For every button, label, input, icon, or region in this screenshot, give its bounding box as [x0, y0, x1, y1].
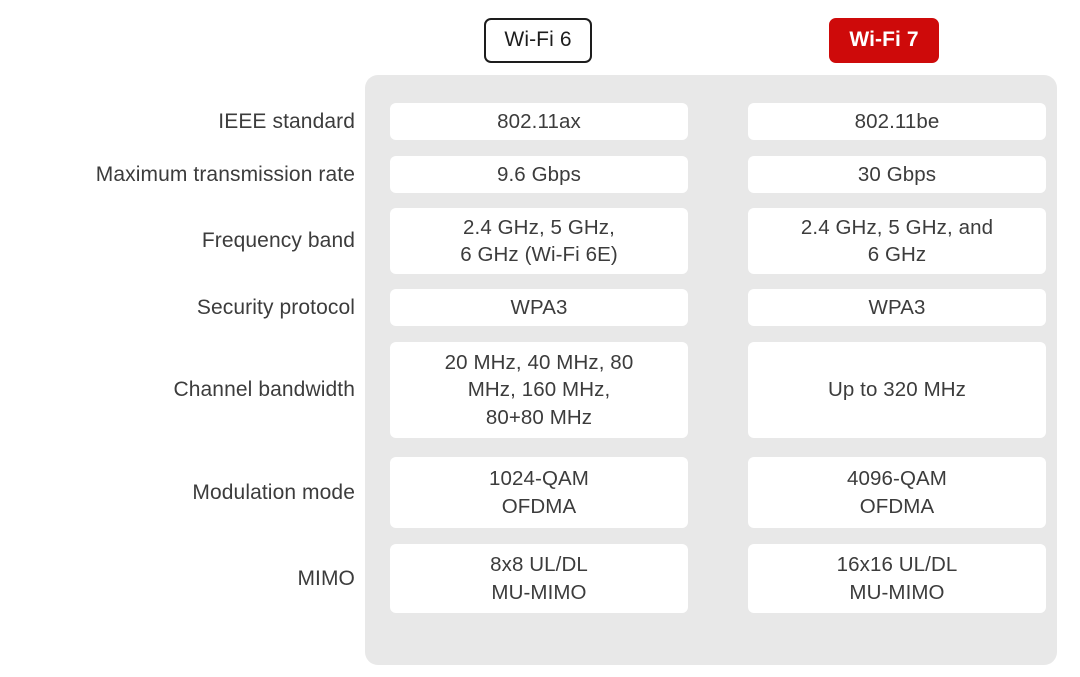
table-row: MIMO 8x8 UL/DL MU-MIMO 16x16 UL/DL MU-MIMO [0, 544, 1080, 613]
table-cell-wifi7: Up to 320 MHz [748, 342, 1046, 438]
table-cell-wifi7: WPA3 [748, 289, 1046, 326]
cell-text: 16x16 UL/DL MU-MIMO [837, 551, 958, 605]
row-label: Security protocol [196, 295, 355, 319]
cell-text: WPA3 [511, 294, 568, 321]
cell-text-line: MU-MIMO [849, 580, 945, 604]
table-row: Security protocol WPA3 WPA3 [0, 289, 1080, 326]
column-header-badge-wifi6: Wi-Fi 6 [484, 17, 592, 63]
cell-text: 9.6 Gbps [497, 161, 581, 188]
row-cells: WPA3 WPA3 [390, 289, 1080, 326]
column-header-slot-wifi6: Wi-Fi 6 [365, 17, 711, 63]
row-cells: 2.4 GHz, 5 GHz,6 GHz (Wi-Fi 6E)2.4 GHz, … [390, 208, 1080, 274]
table-cell-wifi6: WPA3 [390, 289, 688, 326]
cell-text-line: 802.11be [854, 109, 940, 133]
cell-text-line: OFDMA [859, 494, 935, 518]
column-header-row: Wi-Fi 6 Wi-Fi 7 [365, 17, 1057, 63]
cell-text: 30 Gbps [858, 161, 936, 188]
table-row: IEEE standard 802.11ax 802.11be [0, 103, 1080, 140]
row-label: Frequency band [201, 229, 355, 252]
column-header-slot-wifi7: Wi-Fi 7 [711, 17, 1057, 63]
table-cell-wifi7: 4096-QAM OFDMA [748, 457, 1046, 528]
cell-text: 2.4 GHz, 5 GHz, 6 GHz (Wi-Fi 6E) [460, 214, 618, 268]
table-cell-wifi6: 9.6 Gbps [390, 156, 688, 193]
cell-text-line: 16x16 UL/DL [836, 553, 958, 577]
table-cell-wifi7: 16x16 UL/DL MU-MIMO [748, 544, 1046, 613]
cell-text: 8x8 UL/DL MU-MIMO [490, 551, 588, 605]
row-label: Modulation mode [192, 480, 355, 504]
cell-text-line: 4096-QAM [847, 467, 947, 491]
cell-text: 1024-QAM OFDMA [489, 465, 589, 519]
row-cells: 802.11ax 802.11be [390, 103, 1080, 140]
cell-text-line: 20 MHz, 40 MHz, 80 [444, 351, 634, 375]
table-row: Modulation mode 1024-QAM OFDMA 4096-QAM OFDM… [0, 457, 1080, 528]
cell-text-line: 6 GHz (Wi-Fi 6E) [460, 243, 618, 266]
cell-text-line: 80+80 MHz [485, 405, 593, 429]
column-gap [688, 342, 748, 438]
table-row: Frequency band 2.4 GHz, 5 GHz, 6 GHz (Wi-F… [0, 208, 1080, 274]
cell-text-line: 2.4 GHz, 5 GHz, and [800, 215, 994, 239]
row-label: Channel bandwidth [173, 378, 355, 401]
cell-text-line: MHz, 160 MHz, [467, 378, 611, 402]
row-label: IEEE standard [218, 109, 355, 133]
cell-text-line: 8x8 UL/DL [490, 553, 588, 577]
cell-text-line: 2.4 GHz, 5 GHz, [463, 215, 615, 239]
cell-text: Up to 320 MHz [828, 376, 966, 403]
cell-text: 802.11ax [497, 108, 581, 135]
table-row: Channel bandwidth 20 MHz, 40 MHz, 80 MHz, … [0, 342, 1080, 438]
column-gap [688, 544, 748, 613]
cell-text: 4096-QAM OFDMA [847, 465, 947, 519]
table-cell-wifi6: 20 MHz, 40 MHz, 80 MHz, 160 MHz, 80+80 MHz [390, 342, 688, 438]
table-cell-wifi7: 2.4 GHz, 5 GHz, and 6 GHz [748, 208, 1046, 274]
cell-text: WPA3 [869, 294, 926, 321]
column-gap [688, 457, 748, 528]
table-cell-wifi6: 2.4 GHz, 5 GHz, 6 GHz (Wi-Fi 6E) [390, 208, 688, 274]
cell-text: 802.11be [855, 108, 940, 135]
row-cells: 20 MHz, 40 MHz, 80 MHz, 160 MHz, 80+80 MHz… [390, 342, 1080, 438]
cell-text-line: 30 Gbps [857, 162, 937, 186]
table-cell-wifi6: 1024-QAM OFDMA [390, 457, 688, 528]
column-gap [688, 156, 748, 193]
table-cell-wifi7: 30 Gbps [748, 156, 1046, 193]
table-cell-wifi6: 802.11ax [390, 103, 688, 140]
row-label: Maximum transmission rate [95, 162, 355, 186]
row-cells: 1024-QAM OFDMA 4096-QAM OFDMA [390, 457, 1080, 528]
column-gap [688, 289, 748, 326]
row-cells: 8x8 UL/DL MU-MIMO 16x16 UL/DL MU-MIMO [390, 544, 1080, 613]
table-cell-wifi6: 8x8 UL/DL MU-MIMO [390, 544, 688, 613]
table-row: Maximum transmission rate 9.6 Gbps 30 Gbps [0, 156, 1080, 193]
column-gap [688, 103, 748, 140]
cell-text-line: OFDMA [501, 494, 577, 518]
column-gap [688, 208, 748, 274]
table-cell-wifi7: 802.11be [748, 103, 1046, 140]
cell-text-line: MU-MIMO [491, 580, 587, 604]
cell-text: 20 MHz, 40 MHz, 80 MHz, 160 MHz, 80+80 MHz [445, 349, 634, 430]
cell-text-line: 9.6 Gbps [497, 162, 581, 186]
row-label: MIMO [297, 566, 355, 590]
row-cells: 9.6 Gbps 30 Gbps [390, 156, 1080, 193]
cell-text-line: 6 GHz [867, 243, 927, 266]
cell-text-line: 1024-QAM [489, 467, 589, 491]
cell-text-line: WPA3 [868, 295, 926, 319]
cell-text-line: WPA3 [510, 295, 568, 319]
cell-text-line: 802.11ax [497, 109, 581, 133]
cell-text-line: Up to 320 MHz [827, 378, 967, 402]
column-header-badge-wifi7: Wi-Fi 7 [829, 17, 939, 63]
cell-text: 2.4 GHz, 5 GHz, and 6 GHz [801, 214, 993, 268]
